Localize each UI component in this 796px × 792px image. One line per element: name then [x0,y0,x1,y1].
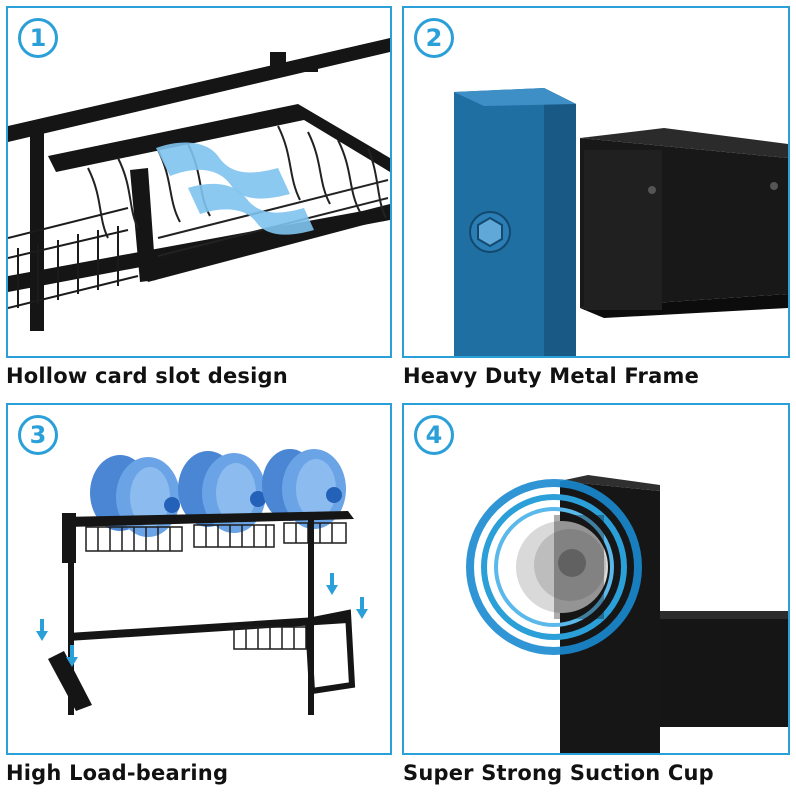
drying-rack-basket-illustration [8,38,390,331]
rack-with-water-jugs-illustration [36,449,368,715]
caption-3: High Load-bearing [6,761,229,785]
number-badge-4: 4 [414,415,454,455]
water-jugs [90,449,346,537]
caption-2: Heavy Duty Metal Frame [403,364,700,388]
number-badge-1: 1 [18,18,58,58]
metal-frame-illustration [454,88,788,356]
number-badge-2: 2 [414,18,454,58]
feature-panel-2: 2 [402,6,790,358]
caption-4: Super Strong Suction Cup [403,761,714,785]
suction-cup-illustration [466,475,788,753]
caption-1: Hollow card slot design [6,364,288,388]
number-badge-3: 3 [18,415,58,455]
feature-panel-4: 4 [402,403,790,755]
feature-panel-1: 1 [6,6,392,358]
feature-panel-3: 3 [6,403,392,755]
